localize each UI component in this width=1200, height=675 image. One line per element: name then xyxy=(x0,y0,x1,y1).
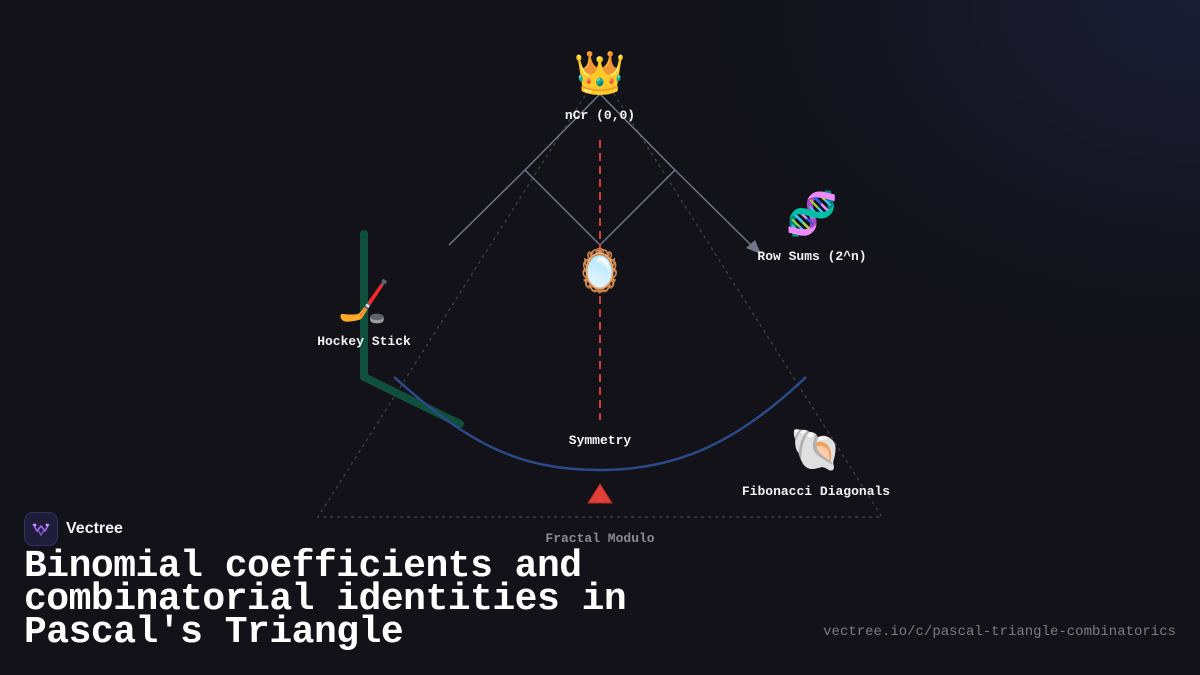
page-title: Binomial coefficients and combinatorial … xyxy=(24,545,627,654)
shell-icon: 🐚 xyxy=(790,425,842,474)
triangle-icon xyxy=(587,483,613,504)
node-fibonacci: 🐚 Fibonacci Diagonals xyxy=(742,425,890,499)
row-sums-arrowhead xyxy=(746,240,761,254)
vectree-logo-icon xyxy=(24,512,58,546)
brand-name: Vectree xyxy=(66,520,123,537)
hockey-stick-label: Hockey Stick xyxy=(317,334,411,349)
fibonacci-label: Fibonacci Diagonals xyxy=(742,484,890,499)
row-sums-label: Row Sums (2^n) xyxy=(757,249,866,264)
mirror-icon: 🪞 xyxy=(574,246,626,295)
apex-label: nCr (0,0) xyxy=(565,108,635,123)
dna-icon: 🧬 xyxy=(786,188,838,239)
crown-icon: 👑 xyxy=(574,48,626,97)
node-apex: 👑 nCr (0,0) xyxy=(565,48,635,123)
node-fractal: Fractal Modulo xyxy=(545,483,655,546)
node-row-sums: 🧬 Row Sums (2^n) xyxy=(757,188,866,264)
branch-lines xyxy=(448,93,753,247)
hockey-stick-path xyxy=(360,230,464,428)
source-url[interactable]: vectree.io/c/pascal-triangle-combinatori… xyxy=(823,624,1176,640)
node-symmetry: 🪞 Symmetry xyxy=(569,246,632,448)
hockey-stick-icon: 🏒 xyxy=(338,276,390,325)
node-hockey-stick: 🏒 Hockey Stick xyxy=(317,276,411,349)
brand: Vectree xyxy=(24,512,123,546)
symmetry-label: Symmetry xyxy=(569,433,632,448)
fibonacci-arc xyxy=(393,376,807,472)
fractal-label: Fractal Modulo xyxy=(545,531,654,546)
